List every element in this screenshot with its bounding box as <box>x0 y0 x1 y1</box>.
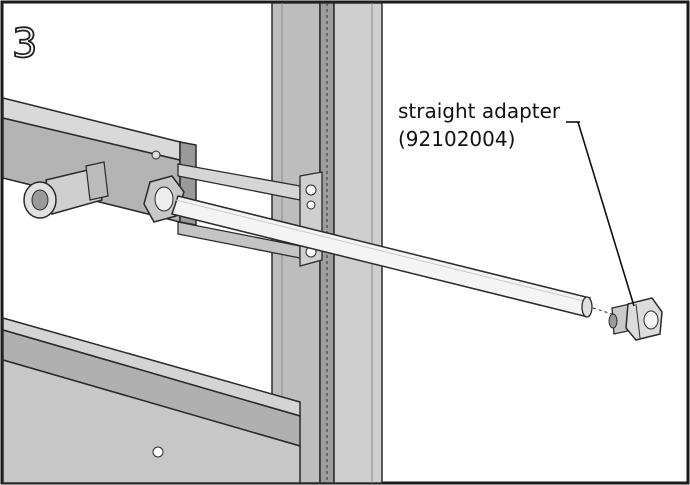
callout-leader-line <box>577 121 635 307</box>
straight-adapter <box>608 297 663 341</box>
part-callout: straight adapter (92102004) <box>398 97 560 153</box>
step-number: 3 <box>12 21 37 67</box>
part-number: (92102004) <box>398 127 516 151</box>
part-name: straight adapter <box>398 99 561 123</box>
tube <box>171 195 593 318</box>
lower-shelf <box>2 317 301 484</box>
quick-coupling <box>23 161 109 219</box>
